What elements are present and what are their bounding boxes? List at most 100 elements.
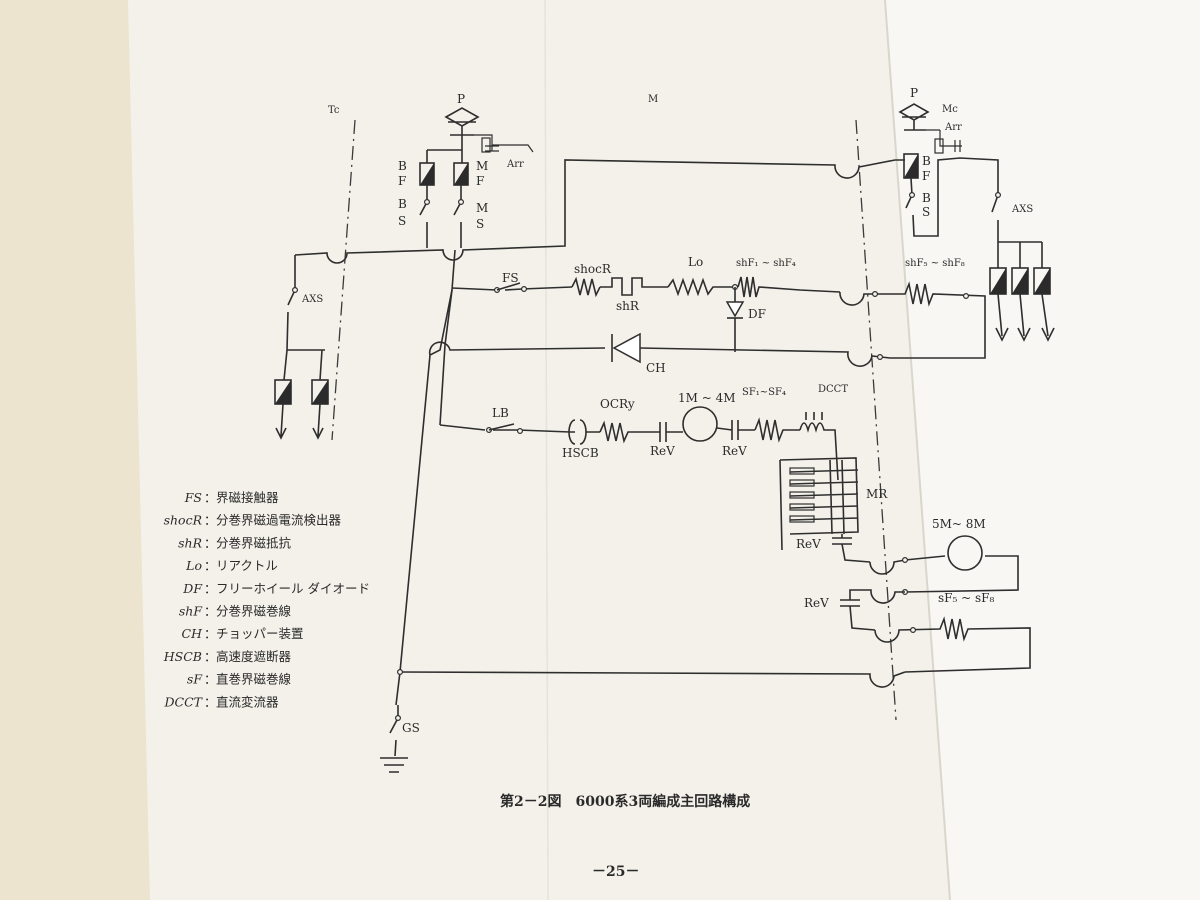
rev3-cap: [832, 534, 871, 563]
mr-step-2: [789, 479, 815, 487]
legend-abbr: shR: [178, 535, 202, 550]
car-boundary-tc: [331, 119, 356, 441]
mr-ladder: [779, 457, 859, 551]
legend-abbr: HSCB: [163, 649, 202, 664]
label-1m-4m: 1M ~ 4M: [678, 391, 736, 405]
legend-colon: ：: [204, 626, 217, 641]
ground-junction: [397, 668, 404, 675]
legend-row: CH：チョッパー装置: [182, 626, 304, 641]
shr-resistor: [600, 277, 668, 296]
legend-colon: ：: [204, 581, 217, 596]
label-fs: FS: [502, 271, 519, 285]
legend-desc: チョッパー装置: [216, 626, 304, 641]
label-mc-bs-b: B: [922, 191, 931, 205]
bf-fuse-fill: [420, 163, 434, 185]
mc-axs-contact: [994, 192, 1001, 199]
mf-fuse-fill: [454, 163, 468, 185]
legend-abbr: FS: [184, 490, 202, 505]
legend-abbr: sF: [187, 672, 203, 687]
mc-contact-3: [876, 354, 883, 361]
ch-diode: [612, 332, 641, 364]
label-mc-bf-b: B: [922, 154, 931, 168]
legend-desc: 分巻界磁抵抗: [216, 535, 292, 550]
legend-row: Lo：リアクトル: [185, 558, 278, 573]
shocr-coil: [571, 276, 601, 298]
label-df: DF: [748, 307, 766, 321]
page-fold: [884, 0, 951, 900]
label-lo: Lo: [688, 255, 703, 269]
tc-ground-arm-1-fill: [275, 380, 291, 404]
legend-desc: 直流変流器: [216, 694, 279, 709]
label-bs-b: B: [398, 197, 407, 211]
legend-colon: ：: [204, 513, 217, 528]
mc-bf-fuse-fill: [904, 154, 918, 178]
label-axs-left: AXS: [301, 294, 323, 305]
sf1-4-coil: [754, 417, 800, 443]
arrester-left-body: [481, 137, 491, 153]
label-mc-bs-s: S: [922, 205, 930, 219]
label-sf5-8: sF₅ ~ sF₈: [938, 591, 994, 605]
legend-desc: 分巻界磁巻線: [216, 604, 292, 619]
mr-step-1: [789, 467, 815, 475]
tc-ground-arm-2-fill: [312, 380, 328, 404]
page-number: －25－: [592, 864, 639, 880]
label-axs-right: AXS: [1011, 204, 1033, 215]
mc-ground-arm-2-fill: [1012, 268, 1028, 294]
page-seam: [544, 0, 549, 900]
mc-contact-6: [909, 626, 916, 633]
label-p-left: P: [457, 92, 465, 106]
motor-5m-8m: [947, 535, 983, 571]
main-bus: [294, 159, 905, 264]
legend-desc: 高速度遮断器: [216, 649, 292, 664]
legend-colon: ：: [204, 604, 217, 619]
legend-row: FS：界磁接触器: [184, 490, 279, 505]
label-arr-left: Arr: [506, 159, 524, 170]
motor-1m-4m: [682, 406, 718, 442]
car-boundary-mc: [855, 119, 897, 721]
ms-contact: [458, 199, 465, 206]
legend-abbr: DF: [182, 581, 203, 596]
arrester-right-body: [934, 138, 944, 154]
label-ch: CH: [646, 361, 666, 375]
label-shr: shR: [616, 299, 640, 313]
label-gs: GS: [402, 721, 420, 735]
legend-colon: ：: [204, 649, 217, 664]
label-sf1-4: SF₁~SF₄: [742, 387, 786, 398]
figure-caption: 第2－2図 6000系3両編成主回路構成: [500, 793, 750, 810]
rev4-row: [840, 589, 905, 631]
label-m: M: [648, 94, 658, 105]
arrester-left: [474, 134, 534, 153]
dcct-coil: [799, 412, 839, 481]
label-ms-s: S: [476, 217, 484, 231]
label-ms-m: M: [476, 201, 488, 215]
label-dcct: DCCT: [818, 384, 848, 395]
label-bs-s: S: [398, 214, 406, 228]
legend-desc: 界磁接触器: [216, 490, 279, 505]
legend-row: shR：分巻界磁抵抗: [178, 535, 291, 550]
label-tc: Tc: [328, 105, 340, 116]
legend-abbr: DCCT: [164, 694, 204, 709]
tc-arm-legs: [275, 403, 324, 440]
lb-arm: [488, 423, 515, 431]
mc-contact-4: [901, 556, 908, 563]
legend-colon: ：: [204, 535, 217, 550]
label-shf5-8: shF₅ ~ shF₈: [905, 258, 965, 269]
bs-contact: [424, 199, 431, 206]
label-lb: LB: [492, 406, 509, 420]
fs-contact-2: [520, 286, 527, 293]
legend-row: shocR：分巻界磁過電流検出器: [164, 513, 342, 528]
fs-contact-arm: [496, 282, 521, 291]
pantograph-left: [444, 107, 480, 136]
legend-row: DCCT：直流変流器: [164, 694, 280, 709]
legend-colon: ：: [204, 672, 217, 687]
legend: FS：界磁接触器shocR：分巻界磁過電流検出器shR：分巻界磁抵抗Lo：リアク…: [163, 490, 370, 709]
circuit-diagram: Tc M Mc P Arr P Arr B F M F B S M S: [274, 86, 1055, 773]
label-5m-8m: 5M~ 8M: [932, 517, 986, 531]
mc-ground-arm-1-fill: [990, 268, 1006, 294]
label-rev1: ReV: [650, 444, 675, 458]
legend-abbr: shocR: [164, 513, 202, 528]
left-page-edge: [0, 0, 160, 900]
legend-desc: リアクトル: [216, 558, 278, 573]
return-bus: [399, 671, 906, 688]
